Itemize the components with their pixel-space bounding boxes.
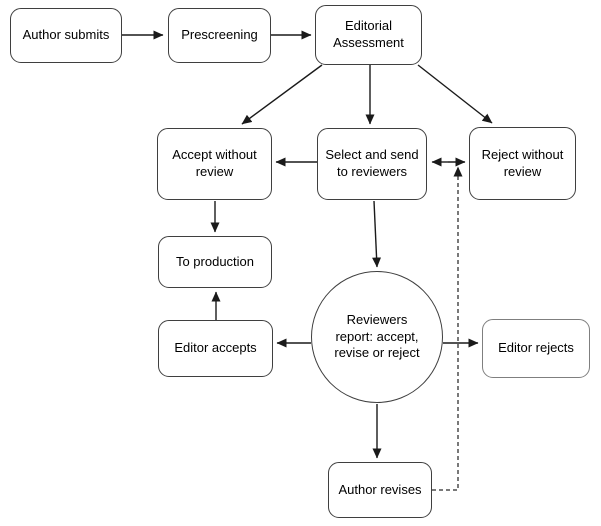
- node-prescreening-label: Prescreening: [181, 27, 258, 43]
- node-to-production-label: To production: [175, 253, 255, 269]
- node-select-and-send: Select and send to reviewers: [317, 128, 427, 200]
- node-author-submits: Author submits: [10, 8, 122, 63]
- node-editorial-assessment-label: Editorial Assessment: [333, 18, 404, 50]
- node-author-revises-label: Author revises: [338, 481, 422, 497]
- node-editor-rejects: Editor rejects: [482, 319, 590, 378]
- arrow-select-to-reviewers-circle: [372, 200, 382, 268]
- node-accept-without-review: Accept without review: [157, 128, 272, 200]
- dashed-feedback-author-revises-to-review-loop: [432, 166, 463, 491]
- arrow-editorial-to-reject: [417, 64, 493, 124]
- arrow-editorial-to-accept: [241, 64, 323, 125]
- node-reviewers-report-label: Reviewers report: accept, revise or reje…: [334, 312, 420, 361]
- node-reject-without-review: Reject without review: [469, 127, 576, 200]
- node-author-submits-label: Author submits: [22, 27, 110, 43]
- node-editor-accepts-label: Editor accepts: [174, 340, 257, 356]
- node-reviewers-report: Reviewers report: accept, revise or reje…: [311, 271, 443, 403]
- node-accept-without-review-label: Accept without review: [172, 147, 257, 179]
- node-prescreening: Prescreening: [168, 8, 271, 63]
- node-editorial-assessment: Editorial Assessment: [315, 5, 422, 65]
- node-to-production: To production: [158, 236, 272, 288]
- node-editor-accepts: Editor accepts: [158, 320, 273, 377]
- node-reject-without-review-label: Reject without review: [481, 146, 564, 179]
- node-select-and-send-label: Select and send to reviewers: [325, 147, 419, 179]
- node-editor-rejects-label: Editor rejects: [498, 340, 574, 356]
- node-author-revises: Author revises: [328, 462, 432, 518]
